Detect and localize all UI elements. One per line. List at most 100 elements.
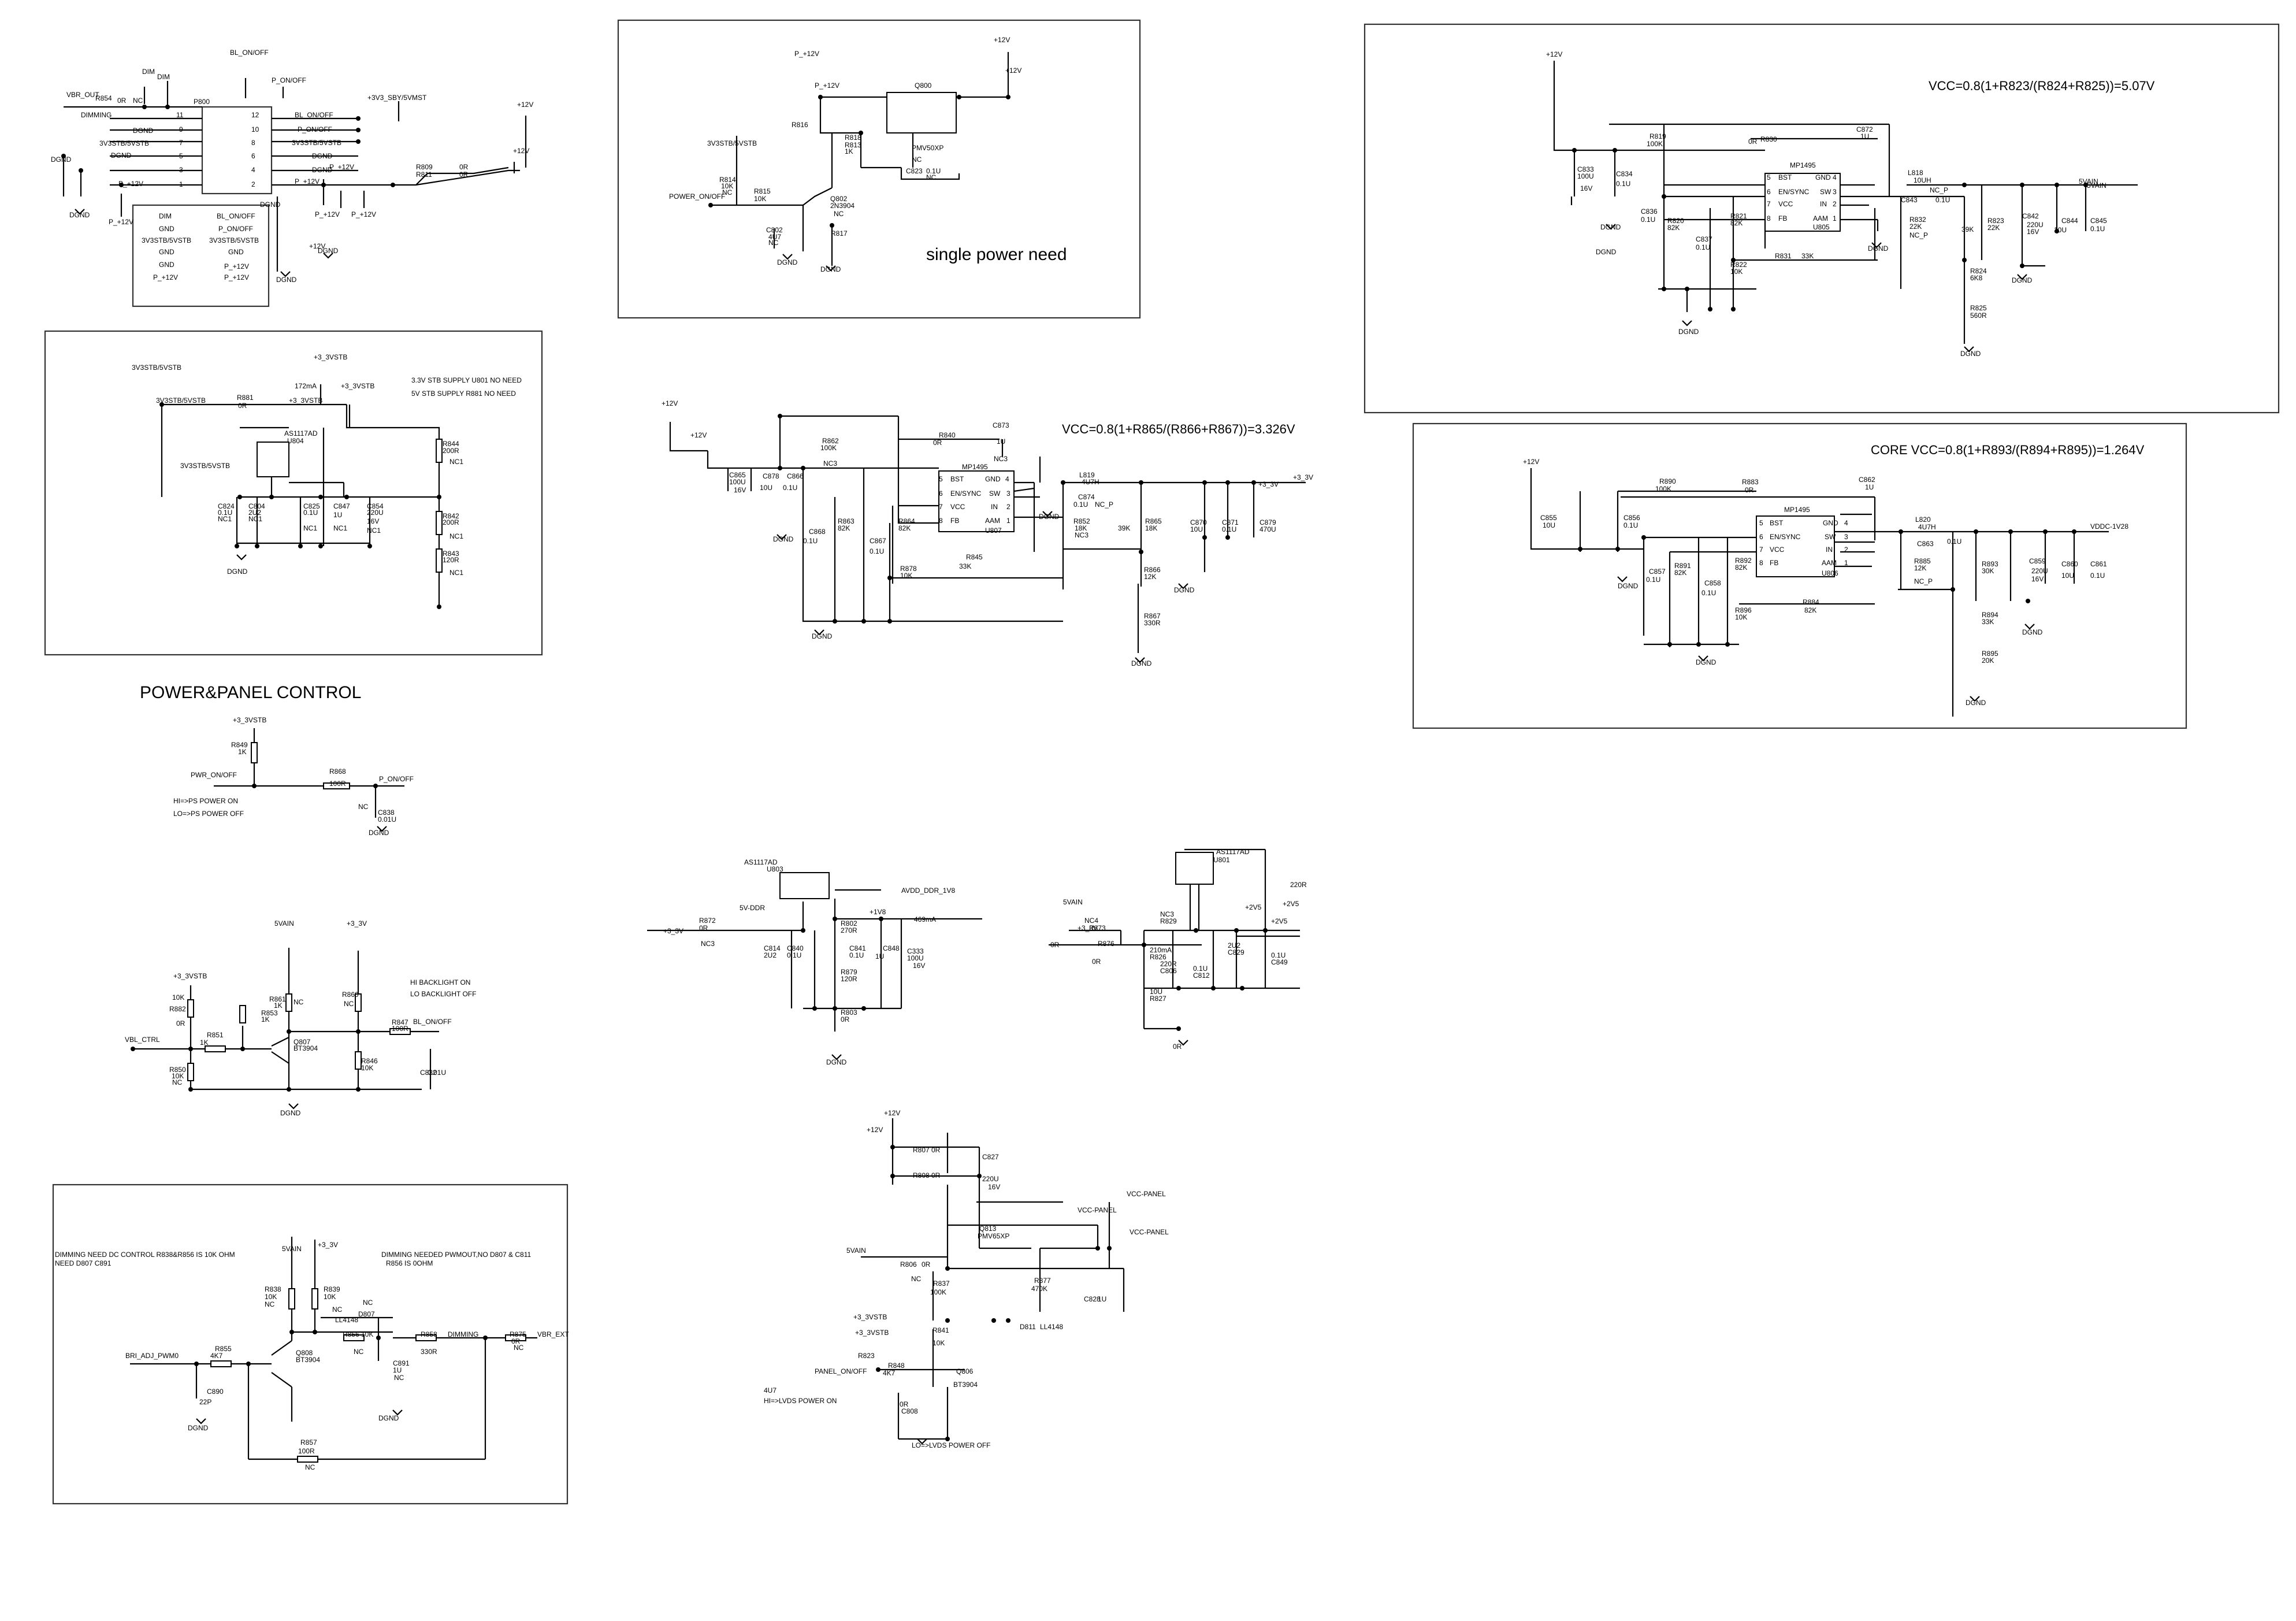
svg-text:0.1U: 0.1U — [218, 509, 232, 517]
svg-text:IN: IN — [1826, 546, 1833, 554]
svg-text:R832: R832 — [1909, 216, 1926, 224]
svg-text:33K: 33K — [959, 562, 971, 570]
svg-text:11: 11 — [176, 111, 184, 119]
svg-text:+12V: +12V — [513, 147, 529, 155]
svg-text:GND: GND — [1823, 519, 1838, 527]
svg-text:C834: C834 — [1616, 170, 1633, 178]
svg-text:0.1U: 0.1U — [783, 484, 797, 492]
svg-text:1U: 1U — [1860, 132, 1869, 140]
svg-text:Q800: Q800 — [915, 81, 932, 90]
svg-text:FB: FB — [950, 517, 959, 525]
svg-text:82K: 82K — [1667, 224, 1680, 232]
single-power-title: single power need — [926, 245, 1067, 264]
svg-text:4K7: 4K7 — [210, 1352, 223, 1360]
svg-text:AAM: AAM — [1813, 214, 1828, 222]
svg-text:NC1: NC1 — [303, 524, 317, 532]
svg-text:U803: U803 — [767, 865, 783, 873]
reg-3v3-circuit: +12V +12V R862 100K NC3 R840 0R C873 1U … — [662, 399, 1313, 667]
svg-text:R809: R809 — [416, 163, 433, 171]
svg-text:10K: 10K — [361, 1330, 373, 1338]
svg-text:C858: C858 — [1704, 579, 1721, 587]
svg-text:R860: R860 — [342, 991, 359, 999]
svg-text:0R: 0R — [1745, 486, 1754, 494]
svg-text:R824: R824 — [1970, 267, 1987, 275]
svg-text:0.1U: 0.1U — [849, 951, 864, 959]
svg-text:VBL_CTRL: VBL_CTRL — [125, 1036, 160, 1044]
connector-right-pins: 12 10 8 6 4 2 — [251, 111, 259, 188]
svg-text:NC: NC — [363, 1299, 373, 1307]
svg-text:NC: NC — [926, 173, 937, 181]
svg-text:C828: C828 — [1084, 1295, 1101, 1303]
svg-text:100R: 100R — [329, 780, 346, 788]
svg-text:3V3STB/5VSTB: 3V3STB/5VSTB — [292, 139, 341, 147]
svg-text:PMV50XP: PMV50XP — [912, 144, 943, 152]
svg-text:0R: 0R — [1173, 1043, 1182, 1051]
svg-text:NC3: NC3 — [1075, 531, 1088, 539]
svg-text:5: 5 — [179, 152, 183, 160]
svg-text:+12V: +12V — [1005, 66, 1021, 75]
svg-text:5: 5 — [1759, 519, 1763, 527]
svg-text:U807: U807 — [985, 526, 1002, 535]
svg-text:BST: BST — [1770, 519, 1784, 527]
svg-text:210mA: 210mA — [1150, 946, 1172, 954]
svg-text:220R: 220R — [1290, 881, 1307, 889]
svg-text:DGND: DGND — [280, 1109, 301, 1117]
svg-text:PANEL_ON/OFF: PANEL_ON/OFF — [815, 1367, 867, 1375]
svg-text:DGND: DGND — [51, 155, 72, 164]
svg-text:R867: R867 — [1144, 612, 1161, 620]
svg-text:1U: 1U — [997, 437, 1005, 446]
svg-text:C804: C804 — [248, 502, 265, 510]
svg-text:1U: 1U — [393, 1366, 402, 1374]
svg-text:SW: SW — [1825, 533, 1836, 541]
svg-text:NC1: NC1 — [449, 569, 463, 577]
svg-text:PWR_ON/OFF: PWR_ON/OFF — [191, 771, 237, 779]
svg-text:C836: C836 — [1641, 207, 1658, 216]
svg-text:82K: 82K — [1730, 219, 1743, 227]
svg-text:0.1U: 0.1U — [1696, 243, 1710, 251]
svg-text:GND: GND — [159, 261, 174, 269]
svg-text:3: 3 — [1844, 533, 1848, 541]
core-formula: CORE VCC=0.8(1+R893/(R894+R895))=1.264V — [1871, 443, 2145, 457]
svg-text:P_+12V: P_+12V — [224, 273, 249, 281]
svg-text:0.01U: 0.01U — [378, 815, 396, 824]
svg-text:+12V: +12V — [867, 1126, 883, 1134]
svg-text:HI BACKLIGHT ON: HI BACKLIGHT ON — [410, 978, 470, 986]
svg-text:6: 6 — [251, 152, 255, 160]
svg-text:C865: C865 — [729, 471, 746, 479]
svg-text:+12V: +12V — [309, 242, 325, 250]
svg-text:7: 7 — [179, 139, 183, 147]
svg-text:VCC-PANEL: VCC-PANEL — [1127, 1190, 1166, 1198]
svg-text:0.1U: 0.1U — [1701, 589, 1716, 597]
svg-text:+3_3V: +3_3V — [1293, 473, 1313, 481]
svg-text:R862: R862 — [822, 437, 839, 445]
svg-text:R831: R831 — [1775, 252, 1792, 260]
svg-text:120R: 120R — [443, 556, 459, 564]
svg-text:+3_3V: +3_3V — [663, 927, 683, 935]
svg-text:R895: R895 — [1982, 650, 1998, 658]
svg-text:BST: BST — [1778, 173, 1792, 181]
ddr-circuit: AS1117AD U803 +3_3V R872 0R NC3 5V-DDR +… — [647, 858, 982, 1066]
u807-chip — [938, 470, 1015, 532]
svg-text:R826: R826 — [1150, 953, 1166, 961]
svg-text:C843: C843 — [1901, 196, 1918, 204]
svg-text:NC1: NC1 — [449, 458, 463, 466]
svg-text:0.1U: 0.1U — [1193, 965, 1208, 973]
svg-text:C825: C825 — [303, 502, 320, 510]
svg-text:R811: R811 — [416, 170, 432, 179]
svg-text:R865: R865 — [1145, 517, 1162, 525]
svg-text:P_+12V: P_+12V — [295, 177, 319, 186]
svg-text:AAM: AAM — [985, 517, 1000, 525]
svg-text:0.1U: 0.1U — [1935, 196, 1950, 204]
svg-text:BL_ON/OFF: BL_ON/OFF — [230, 49, 269, 57]
svg-text:NC1: NC1 — [449, 532, 463, 540]
svg-text:EN/SYNC: EN/SYNC — [1778, 188, 1810, 196]
svg-text:R885: R885 — [1914, 557, 1931, 565]
svg-text:R823: R823 — [1987, 217, 2004, 225]
svg-text:R875: R875 — [510, 1330, 526, 1338]
svg-text:100U: 100U — [729, 478, 746, 486]
svg-text:BT3904: BT3904 — [953, 1381, 978, 1389]
svg-text:5V STB SUPPLY R881 NO NEED: 5V STB SUPPLY R881 NO NEED — [411, 390, 516, 398]
svg-text:R818: R818 — [845, 133, 861, 142]
svg-text:R840: R840 — [939, 431, 956, 439]
svg-text:R816: R816 — [792, 121, 808, 129]
